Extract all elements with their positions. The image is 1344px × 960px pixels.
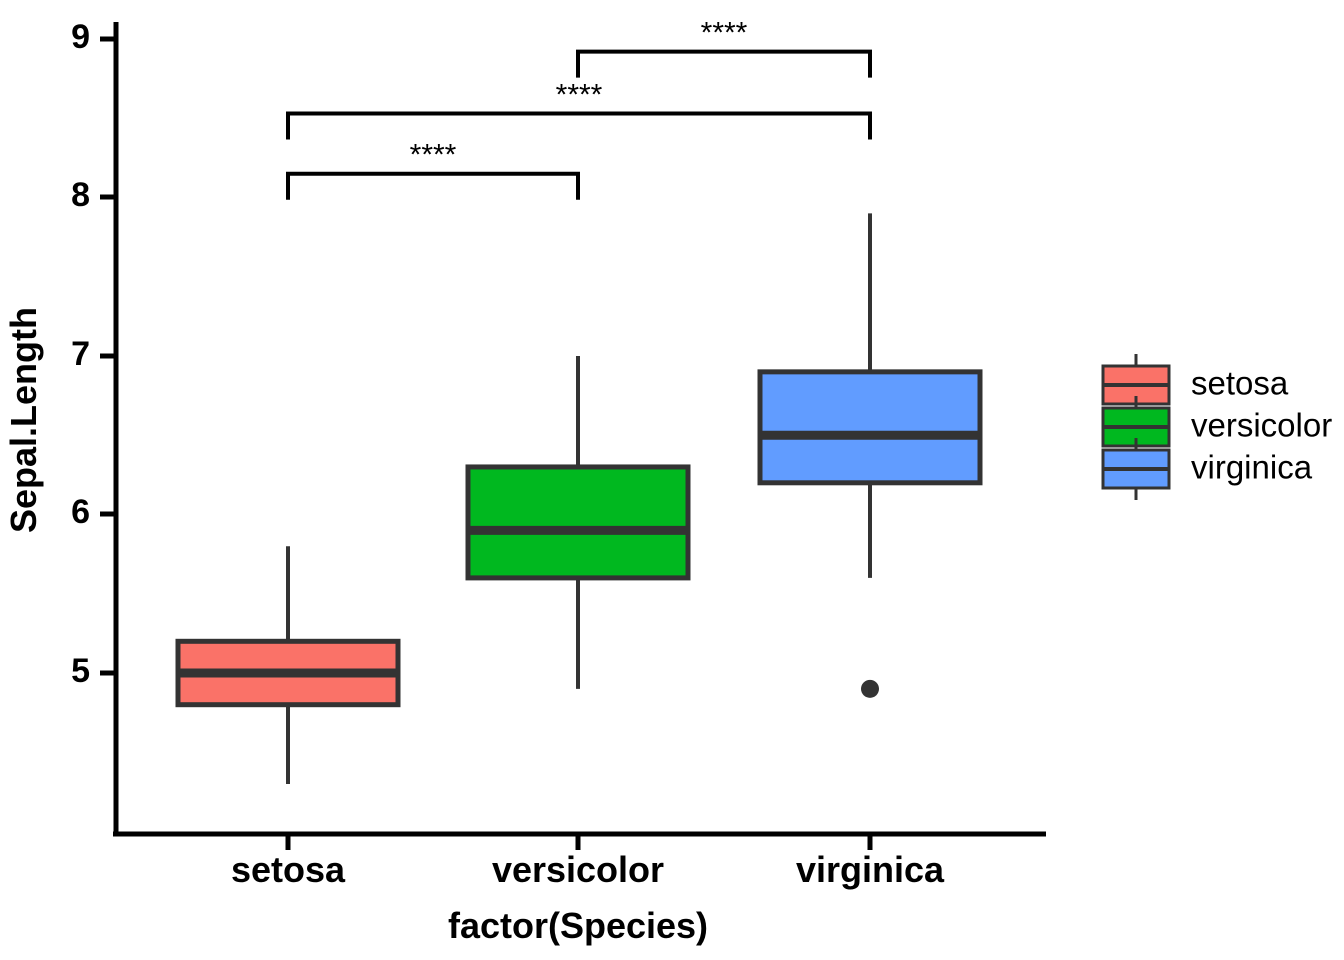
legend-item-setosa[interactable]: setosa — [1101, 354, 1289, 416]
sig-label: **** — [556, 78, 603, 111]
legend-item-virginica[interactable]: virginica — [1101, 438, 1313, 500]
x-tick-label-setosa: setosa — [231, 849, 346, 890]
boxplot-box-versicolor[interactable] — [465, 356, 691, 689]
boxplot-box-virginica[interactable] — [757, 213, 983, 698]
y-tick-label-9: 9 — [71, 18, 90, 56]
y-axis-title: Sepal.Length — [3, 307, 44, 533]
boxplot-series — [175, 213, 983, 784]
x-axis: setosa versicolor virginica factor(Speci… — [113, 831, 1046, 946]
sig-label: **** — [410, 139, 457, 172]
y-tick-label-5: 5 — [71, 652, 90, 690]
y-tick-label-6: 6 — [71, 493, 90, 531]
legend: setosa versicolor virginica — [1101, 354, 1332, 500]
legend-item-versicolor[interactable]: versicolor — [1101, 396, 1332, 458]
bracket-path — [286, 171, 580, 200]
legend-label: setosa — [1191, 365, 1289, 402]
y-axis: 9 8 7 6 5 Sepal.Length — [3, 18, 119, 836]
sig-bracket-versicolor-virginica: **** — [576, 17, 872, 78]
legend-label: virginica — [1191, 449, 1313, 486]
x-tick-label-virginica: virginica — [796, 849, 945, 890]
sig-bracket-setosa-virginica: **** — [286, 78, 872, 140]
outlier-point[interactable] — [861, 679, 879, 698]
x-tick-label-versicolor: versicolor — [492, 849, 664, 890]
box-iqr — [465, 464, 691, 581]
y-tick-label-8: 8 — [71, 176, 90, 214]
boxplot-box-setosa[interactable] — [175, 546, 401, 784]
x-axis-title: factor(Species) — [448, 905, 708, 946]
box-iqr — [757, 369, 983, 486]
significance-annotations: **** **** **** — [286, 17, 872, 200]
sig-label: **** — [701, 17, 748, 50]
bracket-path — [576, 49, 872, 78]
sig-bracket-setosa-versicolor: **** — [286, 139, 580, 200]
legend-label: versicolor — [1191, 407, 1332, 444]
y-tick-label-7: 7 — [71, 335, 90, 373]
bracket-path — [286, 111, 872, 140]
